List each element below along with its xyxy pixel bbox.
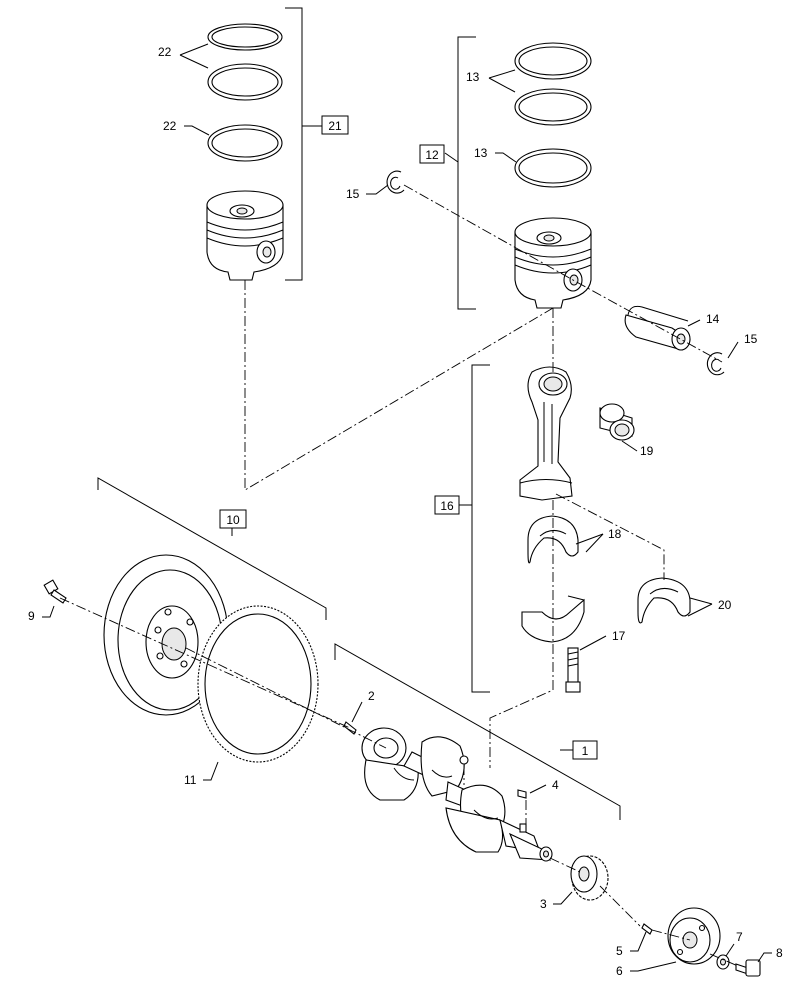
svg-text:13: 13 — [466, 70, 480, 84]
svg-text:15: 15 — [744, 332, 758, 346]
callout-21: 21 — [321, 115, 349, 135]
callout-11: 11 — [184, 761, 219, 787]
piston-ring-upper-left — [207, 23, 283, 51]
bracket-1 — [334, 643, 621, 820]
alignment-lines — [59, 184, 739, 967]
svg-text:2: 2 — [368, 689, 375, 703]
svg-text:16: 16 — [440, 499, 454, 513]
svg-text:20: 20 — [718, 598, 732, 612]
callout-2: 2 — [351, 689, 375, 723]
svg-text:3: 3 — [540, 897, 547, 911]
piston-left — [206, 190, 284, 281]
bolt-8 — [735, 959, 761, 977]
bearing-shell-18 — [527, 515, 579, 564]
piston-ring-lower-right — [514, 148, 592, 188]
crank-gear — [570, 855, 609, 901]
svg-text:18: 18 — [608, 527, 622, 541]
callout-14: 14 — [687, 312, 720, 327]
svg-text:5: 5 — [616, 944, 623, 958]
svg-text:6: 6 — [616, 964, 623, 978]
callout-18: 18 — [575, 527, 622, 553]
bracket-10 — [97, 477, 327, 620]
callout-12: 12 — [419, 144, 445, 164]
piston-ring-middle-left — [207, 63, 283, 101]
flywheel-bolt — [43, 579, 67, 604]
svg-text:4: 4 — [552, 778, 559, 792]
callout-15-right: 15 — [727, 332, 758, 359]
pin-5 — [641, 923, 653, 935]
callout-19: 19 — [621, 440, 654, 458]
flywheel — [103, 554, 229, 716]
callout-17: 17 — [579, 629, 626, 651]
bracket-21 — [285, 7, 303, 281]
svg-text:13: 13 — [474, 146, 488, 160]
washer-7 — [716, 954, 730, 970]
piston-ring-upper-right — [514, 42, 592, 80]
callout-22-lower: 22 — [163, 119, 210, 136]
svg-text:19: 19 — [640, 444, 654, 458]
callout-1: 1 — [572, 740, 598, 760]
callout-22-upper: 22 — [158, 43, 209, 69]
svg-text:12: 12 — [425, 148, 439, 162]
bushing-19 — [599, 403, 635, 441]
callout-9: 9 — [28, 605, 55, 623]
bracket-16 — [471, 364, 490, 693]
callout-3: 3 — [540, 891, 573, 911]
svg-text:22: 22 — [158, 45, 172, 59]
svg-text:1: 1 — [582, 744, 589, 758]
callout-13-lower: 13 — [474, 146, 517, 163]
piston-right — [514, 217, 592, 309]
svg-text:11: 11 — [184, 773, 197, 787]
piston-pin — [624, 305, 691, 351]
connecting-rod — [519, 366, 573, 501]
svg-text:8: 8 — [776, 946, 783, 960]
callout-5: 5 — [616, 931, 647, 958]
svg-text:15: 15 — [346, 187, 360, 201]
callout-8: 8 — [757, 946, 783, 963]
callout-6: 6 — [616, 961, 677, 978]
snap-ring-15-right — [706, 352, 725, 376]
callout-7: 7 — [725, 930, 743, 957]
bearing-shell-20 — [637, 577, 691, 624]
bracket-12 — [457, 36, 476, 310]
callout-15-left: 15 — [346, 184, 389, 201]
callout-4: 4 — [529, 778, 559, 794]
svg-text:7: 7 — [736, 930, 743, 944]
svg-text:14: 14 — [706, 312, 720, 326]
svg-text:22: 22 — [163, 119, 177, 133]
svg-text:9: 9 — [28, 609, 35, 623]
svg-text:21: 21 — [328, 119, 342, 133]
svg-text:10: 10 — [226, 513, 240, 527]
rod-bolt — [565, 647, 581, 693]
callout-16: 16 — [434, 495, 460, 515]
svg-text:17: 17 — [612, 629, 626, 643]
callout-13-upper: 13 — [466, 69, 516, 93]
key-4 — [517, 789, 527, 799]
snap-ring-15-left — [386, 170, 405, 194]
piston-ring-middle-right — [514, 88, 592, 126]
piston-ring-lower-left — [207, 124, 283, 162]
callout-10: 10 — [219, 509, 247, 529]
crankshaft — [361, 727, 553, 862]
callout-20: 20 — [687, 597, 732, 617]
